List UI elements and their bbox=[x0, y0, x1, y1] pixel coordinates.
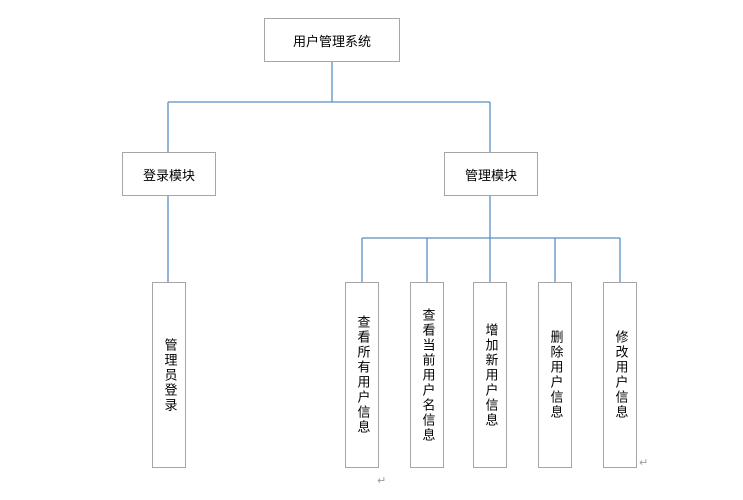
leaf-label-view-all-users: 查看所有用户信息 bbox=[354, 315, 370, 435]
root-node: 用户管理系统 bbox=[264, 18, 400, 62]
leaf-label-add-user: 增加新用户信息 bbox=[482, 322, 498, 428]
leaf-label-delete-user: 删除用户信息 bbox=[547, 330, 563, 420]
login-module-node: 登录模块 bbox=[122, 152, 216, 196]
root-node-label: 用户管理系统 bbox=[292, 34, 371, 50]
leaf-label-edit-user: 修改用户信息 bbox=[612, 330, 628, 420]
leaf-label-view-current-user: 查看当前用户名信息 bbox=[419, 307, 435, 443]
manage-module-label: 管理模块 bbox=[464, 168, 517, 184]
leaf-label-admin-login: 管理员登录 bbox=[161, 337, 177, 413]
leaf-node-edit-user: 修改用户信息 bbox=[603, 282, 637, 468]
return-mark-2: ↵ bbox=[377, 474, 387, 487]
leaf-node-delete-user: 删除用户信息 bbox=[538, 282, 572, 468]
leaf-node-admin-login: 管理员登录 bbox=[152, 282, 186, 468]
leaf-node-add-user: 增加新用户信息 bbox=[473, 282, 507, 468]
login-module-label: 登录模块 bbox=[142, 168, 195, 184]
leaf-node-view-current-user: 查看当前用户名信息 bbox=[410, 282, 444, 468]
manage-module-node: 管理模块 bbox=[444, 152, 538, 196]
leaf-node-view-all-users: 查看所有用户信息 bbox=[345, 282, 379, 468]
return-mark-1: ↵ bbox=[639, 456, 649, 469]
